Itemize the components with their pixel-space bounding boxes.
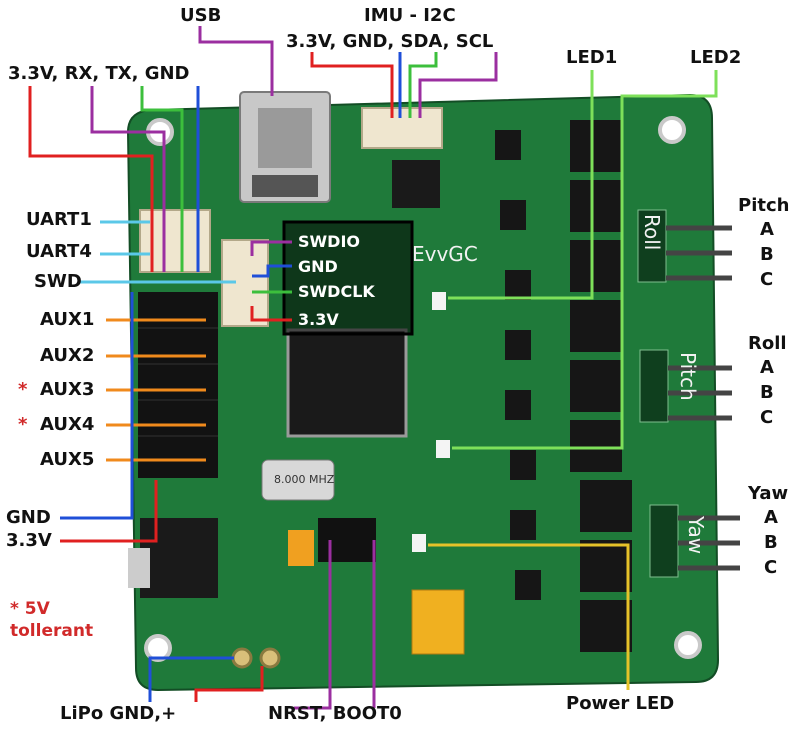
- regulator-tab: [128, 548, 150, 588]
- swd-gnd-label: GND: [298, 257, 338, 276]
- swd-label: SWD: [34, 271, 82, 292]
- lipo-plus-leader: [194, 666, 264, 702]
- imu-sda-leader: [408, 52, 438, 118]
- yaw-a: A: [764, 507, 778, 528]
- aux-headers: [138, 292, 218, 478]
- led1-label: LED1: [566, 47, 618, 68]
- mcu-chip: [286, 328, 408, 438]
- nrst-boot-header: [318, 518, 376, 562]
- led1-indicator: [432, 292, 446, 310]
- power-led-label: Power LED: [566, 693, 675, 714]
- tolerant-note-line1: * 5V: [10, 599, 50, 619]
- imu-scl-leader: [418, 52, 498, 118]
- swd-33v-leader: [250, 306, 292, 322]
- aux2-label: AUX2: [40, 345, 95, 366]
- aux3-star: *: [18, 379, 28, 400]
- lipo-plus-pad: [259, 647, 281, 669]
- gnd-label: GND: [6, 507, 51, 528]
- uart1-label: UART1: [26, 209, 92, 230]
- pitch-b: B: [760, 244, 774, 265]
- crystal-oscillator: [261, 459, 335, 501]
- lipo-gnd-leader: [148, 656, 234, 702]
- led2-leader: [452, 70, 718, 450]
- pitch-c: C: [760, 269, 774, 290]
- imu-title-label: IMU - I2C: [364, 5, 456, 26]
- capacitor-tantalum: [411, 589, 465, 655]
- aux4-star: *: [18, 414, 28, 435]
- v33-label: 3.3V: [6, 530, 52, 551]
- crystal-label: 8.000 MHZ: [274, 473, 335, 486]
- usb-leader: [198, 26, 274, 96]
- led2-label: LED2: [690, 47, 742, 68]
- swdio-leader: [250, 240, 292, 256]
- board-yaw-label: Yaw: [684, 516, 708, 555]
- mount-hole-br: [674, 631, 702, 659]
- board-brand-label: EvvGC: [412, 242, 478, 266]
- nrst-boot-label: NRST, BOOT0: [268, 703, 402, 724]
- motor-driver-chips: [495, 120, 632, 652]
- swd-gnd-leader: [252, 264, 292, 278]
- yaw-b: B: [764, 532, 778, 553]
- tolerant-note-line2: tollerant: [10, 621, 94, 641]
- capacitor-yellow-small: [288, 530, 314, 566]
- aux4-label: AUX4: [40, 414, 95, 435]
- uart4-label: UART4: [26, 241, 92, 262]
- usb-port: [252, 175, 318, 197]
- uart-tx-leader: [140, 86, 184, 272]
- swdclk-label: SWDCLK: [298, 282, 375, 301]
- roll-title: Roll: [748, 333, 787, 354]
- v33-leader: [60, 480, 158, 543]
- roll-a: A: [760, 357, 774, 378]
- board-roll-label: Roll: [640, 214, 664, 251]
- roll-b: B: [760, 382, 774, 403]
- aux1-label: AUX1: [40, 309, 95, 330]
- swd-33v-label: 3.3V: [298, 310, 339, 329]
- uart-33v-leader: [28, 86, 154, 272]
- nrst-leader: [294, 540, 332, 710]
- roll-c: C: [760, 407, 774, 428]
- imu-regulator-ic: [392, 160, 440, 208]
- usb-label: USB: [180, 5, 222, 26]
- led2-indicator: [436, 440, 450, 458]
- uart-rx-leader: [90, 86, 166, 272]
- aux3-label: AUX3: [40, 379, 95, 400]
- lipo-label: LiPo GND,+: [60, 703, 177, 724]
- pitch-title: Pitch: [738, 195, 790, 216]
- usb-connector-inner: [258, 108, 312, 168]
- pitch-a: A: [760, 219, 774, 240]
- imu-connector: [361, 107, 443, 149]
- motor-headers: [637, 209, 740, 578]
- lipo-gnd-pad: [231, 647, 253, 669]
- aux5-label: AUX5: [40, 449, 95, 470]
- power-led-leader: [428, 543, 630, 690]
- power-led-indicator: [412, 534, 426, 552]
- yaw-c: C: [764, 557, 778, 578]
- mount-hole-tr: [658, 116, 686, 144]
- voltage-regulator: [140, 518, 218, 598]
- gnd-leader: [60, 292, 134, 520]
- swdio-label: SWDIO: [298, 232, 361, 251]
- imu-pins-label: 3.3V, GND, SDA, SCL: [286, 31, 494, 52]
- yaw-title: Yaw: [748, 483, 789, 504]
- uart-pins-label: 3.3V, RX, TX, GND: [8, 63, 190, 84]
- led1-leader: [448, 70, 594, 300]
- board-pitch-label: Pitch: [676, 352, 700, 401]
- imu-33v-leader: [310, 52, 394, 118]
- mount-hole-bl: [144, 634, 172, 662]
- swd-highlight-box: [282, 220, 414, 336]
